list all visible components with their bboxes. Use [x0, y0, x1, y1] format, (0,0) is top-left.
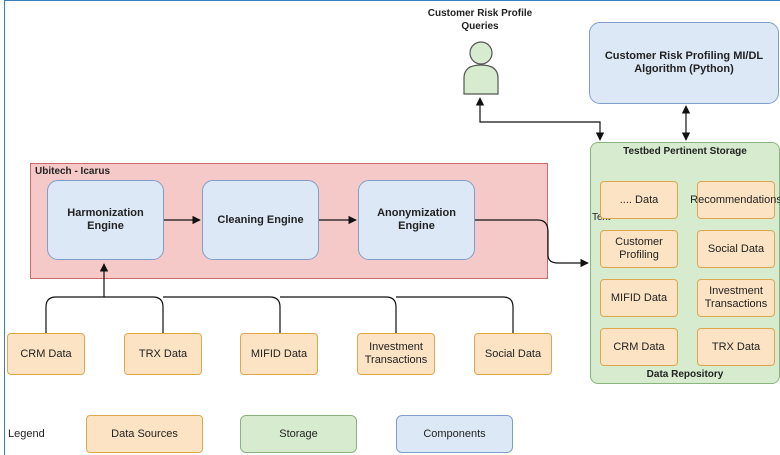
source-crm-data: CRM Data — [7, 333, 85, 375]
cleaning-engine: Cleaning Engine — [202, 180, 319, 260]
user-icon — [463, 41, 499, 95]
icarus-title: Ubitech - Icarus — [35, 166, 111, 177]
queries-storage-arrow — [475, 97, 605, 141]
legend-data-sources: Data Sources — [86, 415, 203, 453]
source-social-data: Social Data — [474, 333, 552, 375]
source-trx-data: TRX Data — [124, 333, 202, 375]
storage-title: Testbed Pertinent Storage — [623, 146, 747, 157]
harmonization-engine: Harmonization Engine — [47, 180, 164, 260]
storage-item-data: .... Data — [600, 181, 678, 219]
frame-left-border — [4, 0, 5, 455]
storage-item-trx-data: TRX Data — [697, 328, 775, 366]
anonymization-to-storage-arrow — [475, 219, 589, 268]
storage-item-social-data: Social Data — [697, 230, 775, 268]
anonymization-engine: Anonymization Engine — [358, 180, 475, 260]
storage-item-recommendations: Recommendations — [690, 181, 780, 219]
storage-item-customer-profiling: Customer Profiling — [600, 230, 678, 268]
storage-item-investment-transactions: Investment Transactions — [697, 279, 775, 317]
data-repository-label: Data Repository — [646, 369, 724, 380]
storage-item-mifid-data: MIFID Data — [600, 279, 678, 317]
legend-label: Legend — [8, 428, 45, 440]
queries-label: Customer Risk Profile Queries — [427, 8, 533, 32]
legend-storage: Storage — [240, 415, 357, 453]
sources-merge-line — [45, 263, 109, 333]
algorithm-component: Customer Risk Profiling MI/DL Algorithm … — [589, 22, 779, 104]
source-investment-transactions: Investment Transactions — [357, 333, 435, 375]
frame-top-border — [4, 0, 780, 1]
legend-components: Components — [396, 415, 513, 453]
storage-item-crm-data: CRM Data — [600, 328, 678, 366]
source-mifid-data: MIFID Data — [240, 333, 318, 375]
